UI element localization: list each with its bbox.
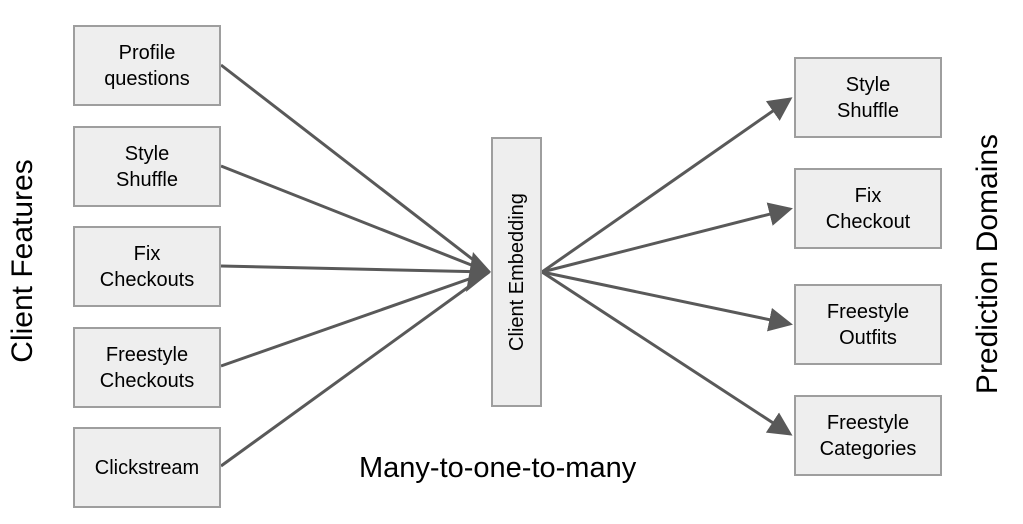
arrowhead-embedding [466,252,491,292]
arrow-style-shuffle-to-embedding [220,164,490,274]
arrow-embedding-to-fix-checkout [541,202,793,274]
box-label-line: Style [124,142,170,165]
box-label-line: Checkouts [99,369,195,392]
client-features-title: Client Features [6,159,39,363]
box-label-line: Freestyle [826,411,910,434]
arrow-profile-to-embedding [220,63,490,274]
arrow-embedding-to-freestyle-outfits [541,270,793,332]
box-label-line: Style [845,73,891,96]
box-label-line: questions [104,67,190,90]
box-label-line: Profile [118,41,176,64]
box-label-line: Shuffle [837,99,899,122]
input-box-profile-questions: Profile questions [73,25,221,106]
box-label-line: Checkout [825,210,911,233]
arrow-fix-checkouts-to-embedding [220,264,490,274]
client-embedding-box: Client Embedding [491,137,542,407]
box-label-line: Fix [854,184,882,207]
diagram-caption: Many-to-one-to-many [359,452,637,484]
box-label-line: Freestyle [826,300,910,323]
input-box-clickstream: Clickstream [73,427,221,508]
client-embedding-label: Client Embedding [505,193,528,351]
box-label-line: Clickstream [94,456,200,479]
box-label-line: Shuffle [116,168,178,191]
arrow-freestyle-checkouts-to-embedding [220,270,490,368]
box-label-line: Outfits [839,326,897,349]
box-label-line: Freestyle [105,343,189,366]
arrow-embedding-to-style-shuffle [541,97,793,274]
arrow-embedding-to-freestyle-categories [541,270,793,436]
arrow-clickstream-to-embedding [220,270,490,468]
box-label-line: Categories [819,437,917,460]
box-label-line: Checkouts [99,268,195,291]
prediction-domains-title: Prediction Domains [971,133,1004,395]
box-label-line: Fix [133,242,161,265]
